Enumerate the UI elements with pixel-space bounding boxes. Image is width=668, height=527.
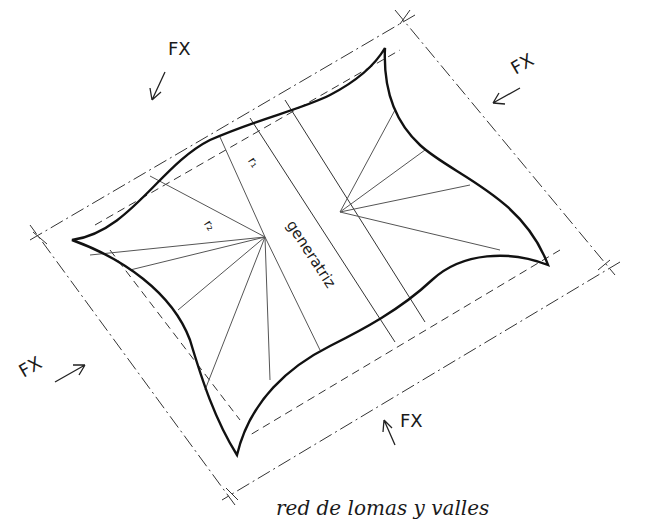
tick (226, 488, 238, 500)
fan-line (205, 237, 265, 390)
force-arrow (150, 72, 165, 100)
annotation-label: FX (400, 412, 423, 430)
fan-line (150, 176, 265, 237)
fan-line (178, 237, 265, 310)
annotation-label: generatriz (283, 218, 337, 291)
annotation-label: FX (168, 40, 191, 58)
fan-line (265, 237, 270, 380)
annotation-label: FX (508, 51, 537, 78)
tick (33, 232, 47, 244)
tick (400, 10, 410, 24)
frame-line (395, 10, 615, 275)
band-line (285, 100, 425, 322)
frame-line (30, 15, 415, 240)
annotation-label: r₂ (202, 218, 217, 233)
fan-line (220, 137, 265, 237)
annotation-label: r₁ (246, 155, 261, 170)
shell-outline (72, 48, 548, 455)
fan-line (90, 237, 265, 255)
band-line (250, 118, 395, 342)
force-arrow (493, 88, 520, 104)
force-arrow (55, 365, 85, 382)
frame-line (110, 250, 240, 420)
frame-line (30, 225, 235, 505)
force-arrow (383, 420, 395, 445)
caption: red de lomas y valles (276, 498, 489, 518)
fan-line (340, 185, 470, 212)
tick (598, 260, 610, 270)
annotation-label: FX (16, 354, 45, 381)
frame-line (250, 250, 560, 435)
fan-line (340, 212, 500, 250)
frame-line (222, 262, 620, 500)
fan-line (340, 110, 395, 212)
